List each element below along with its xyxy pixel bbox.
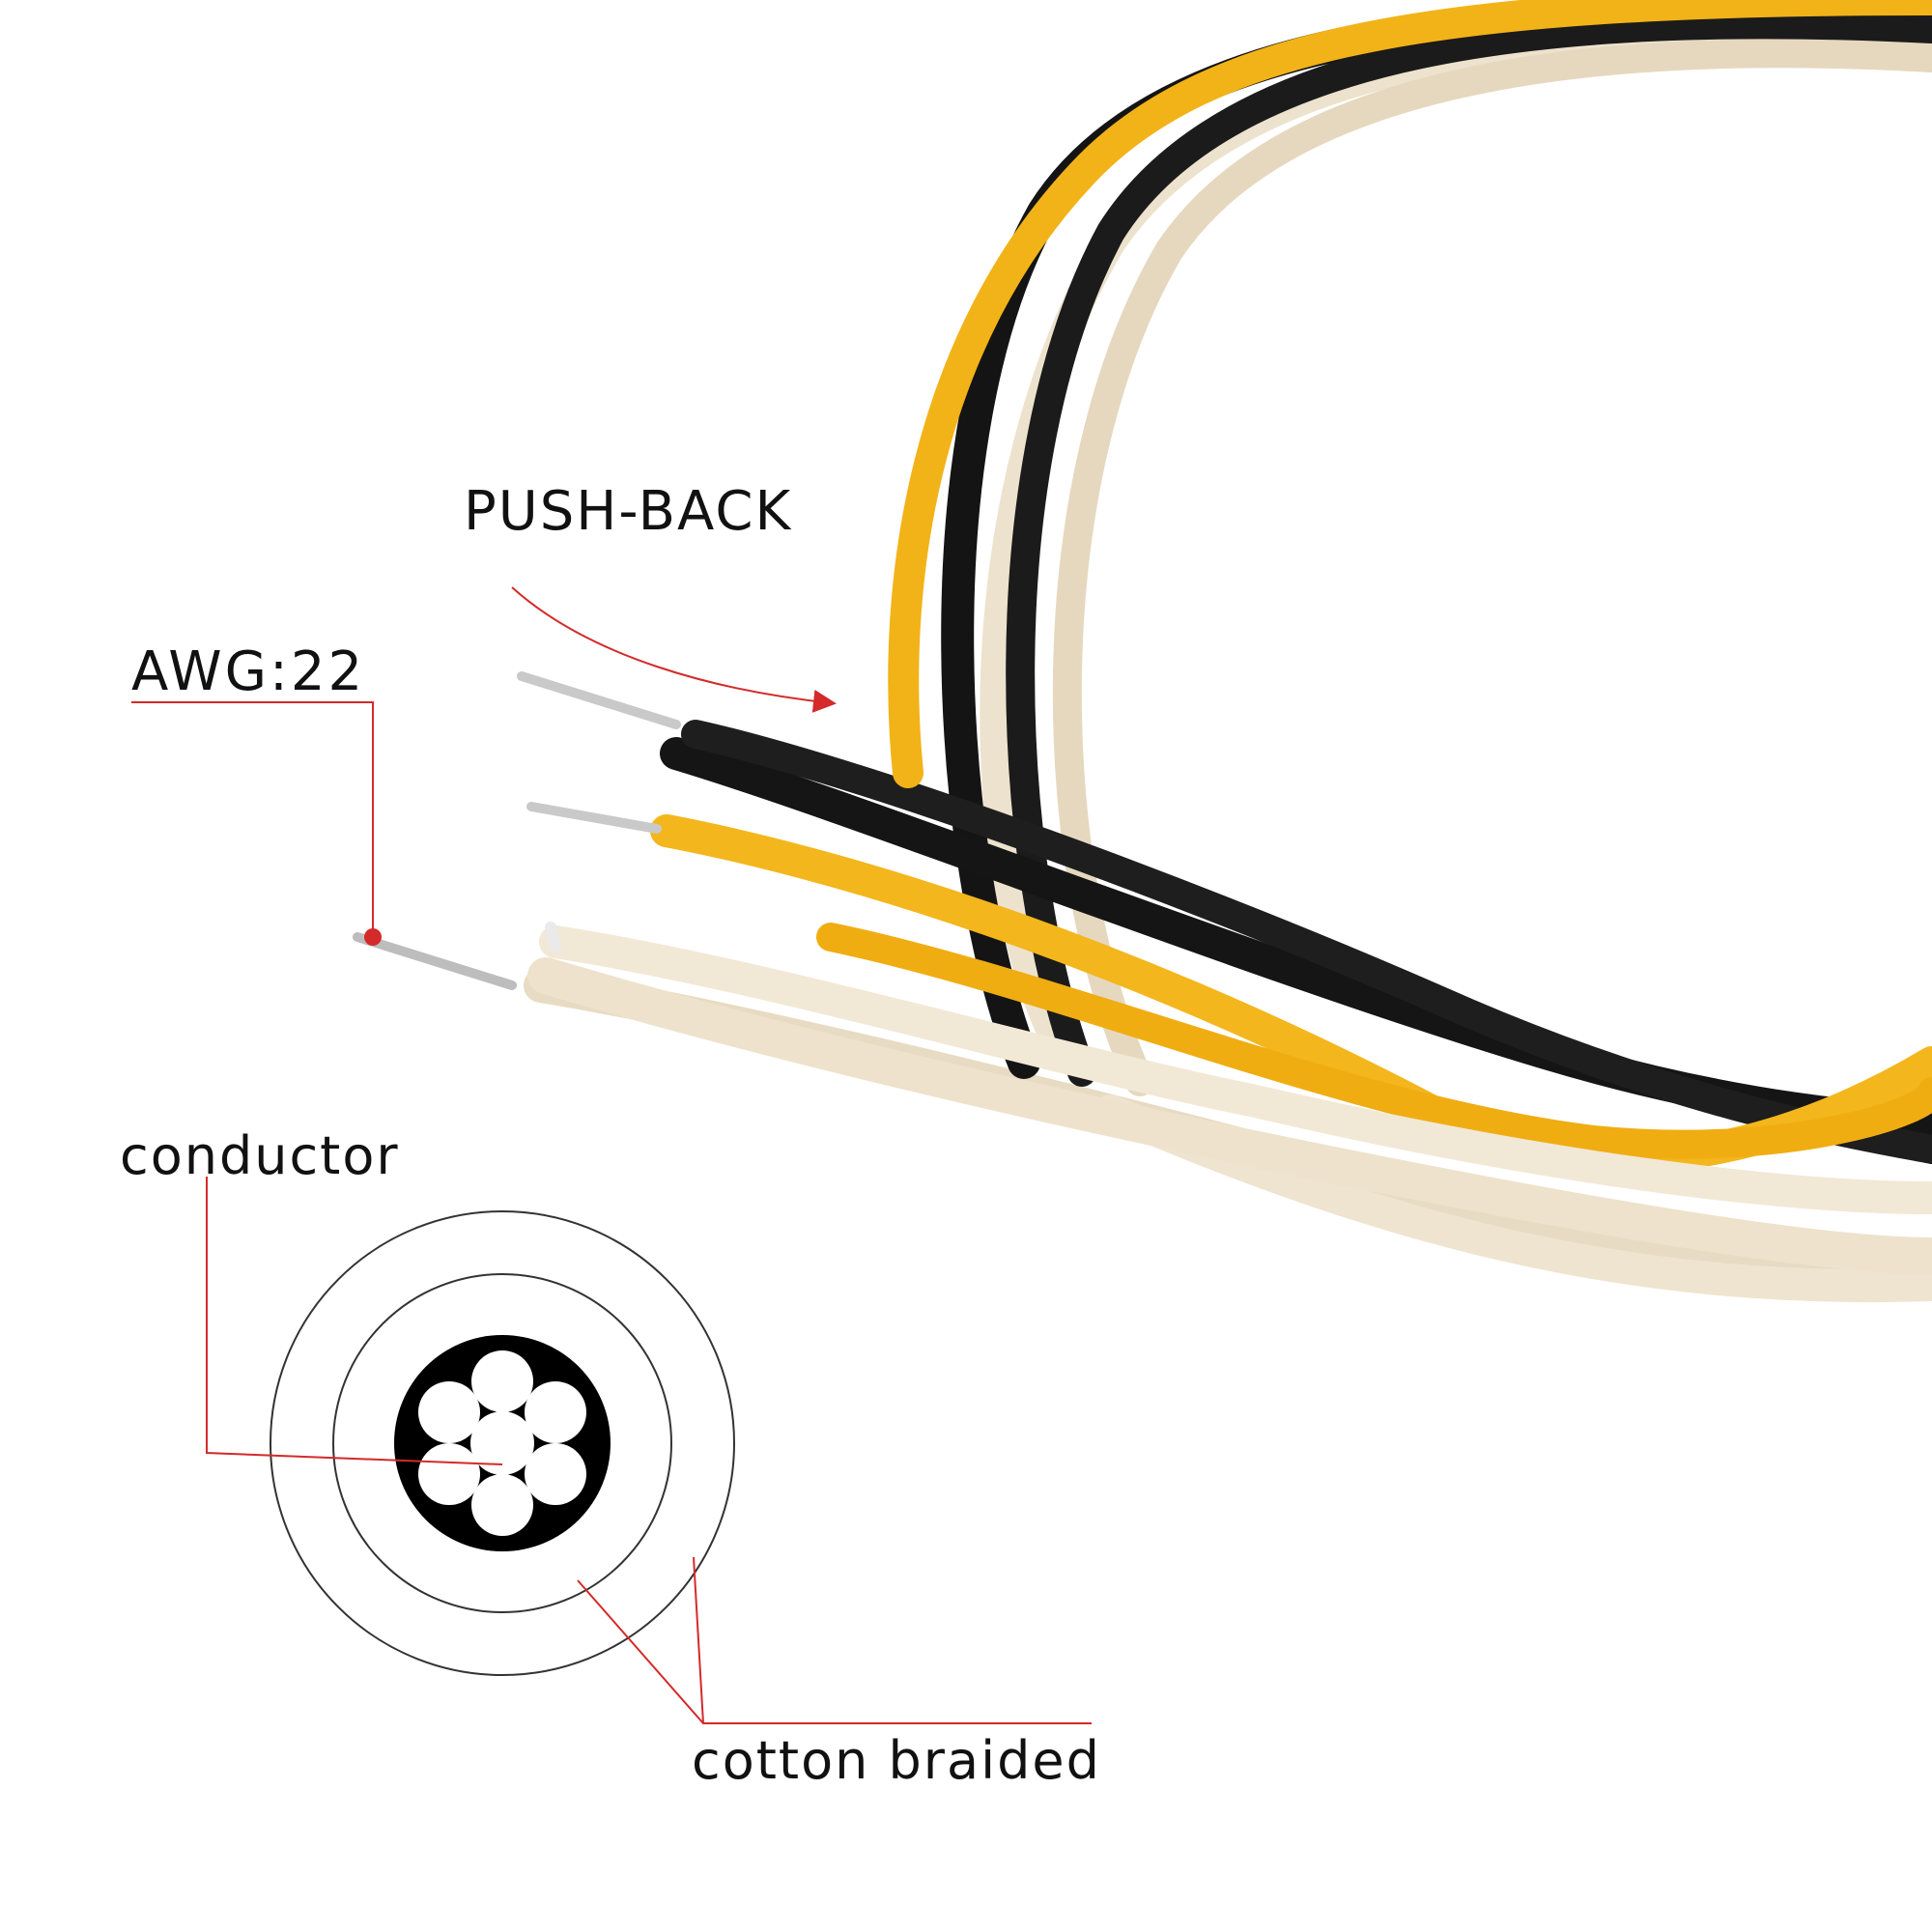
cotton-braided-label: cotton braided [692, 1730, 1101, 1791]
strand-2 [525, 1381, 586, 1443]
wire-yellow-1 [888, 0, 1932, 788]
strand-3 [525, 1443, 586, 1505]
conductor-leader-line [206, 1177, 503, 1465]
wire-cross-section-icon [270, 1210, 735, 1676]
strand-4 [471, 1474, 533, 1536]
conductor-tip-4 [545, 922, 561, 952]
conductor-tip-2 [526, 802, 662, 834]
inner-insulation-ring [332, 1273, 672, 1613]
conductor-tip-3 [353, 932, 517, 990]
awg-leader-line [131, 701, 374, 935]
conductor-tips [353, 671, 681, 990]
awg-label: AWG:22 [131, 640, 366, 703]
wire-cream-front-2 [539, 925, 1932, 1214]
cotton-braided-leader-line [577, 1579, 1092, 1724]
push-back-arrow [511, 586, 837, 713]
push-back-label: PUSH-BACK [464, 480, 793, 543]
strand-6 [418, 1381, 480, 1443]
conductor-label: conductor [120, 1125, 400, 1186]
wire-yellow-3 [816, 923, 1932, 1159]
conductor-tip-1 [517, 671, 681, 729]
strand-5 [418, 1443, 480, 1505]
wire-cream-front-1 [527, 957, 1932, 1274]
awg-dot [364, 928, 382, 946]
outer-jacket-ring [270, 1210, 735, 1676]
wire-bundle [524, 0, 1932, 1303]
wire-cream-4 [1052, 39, 1932, 1096]
strand-center [470, 1411, 534, 1475]
cotton-braided-leader-line-2 [693, 1556, 704, 1724]
strand-1 [471, 1350, 533, 1412]
